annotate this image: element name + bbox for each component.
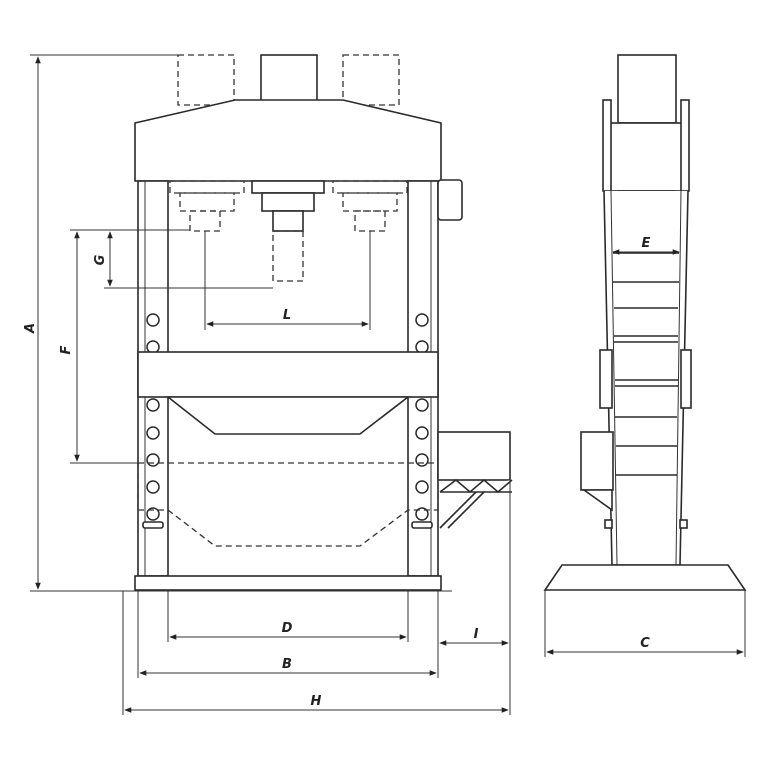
left-column-holes (146, 313, 160, 521)
side-head-right-flange (680, 99, 690, 192)
dimension-label-i: I (474, 627, 479, 642)
center-ram-plate (251, 180, 325, 194)
dimension-label-c: C (640, 636, 650, 651)
center-ram-piston (272, 210, 304, 232)
side-tray-v (439, 478, 513, 494)
side-view (543, 54, 747, 591)
front-view (123, 54, 513, 592)
right-ram-dashed (354, 210, 386, 232)
left-ram-dashed (189, 210, 221, 232)
right-cylinder-dashed (342, 54, 400, 106)
dimension-label-d: D (282, 621, 293, 636)
center-cylinder (260, 54, 318, 103)
side-tray (580, 431, 614, 491)
pump-box (437, 179, 463, 221)
side-head-left-flange (602, 99, 612, 192)
dimension-label-h: H (311, 694, 322, 709)
center-ram-stroke (272, 230, 304, 282)
side-frame-rungs (613, 252, 679, 476)
press-head (134, 99, 442, 182)
side-base (543, 564, 747, 591)
dimension-label-l: L (283, 308, 291, 323)
side-bracket-right (680, 349, 692, 409)
front-dimensions: A F G L D B I H (23, 54, 511, 715)
work-table (137, 351, 439, 398)
side-head (603, 122, 689, 192)
press-base (134, 575, 442, 591)
right-table-pin (411, 521, 433, 529)
dimension-label-f: F (59, 345, 74, 354)
dimension-label-a: A (23, 323, 38, 334)
side-cylinder (617, 54, 677, 124)
left-cylinder-dashed (177, 54, 235, 106)
left-table-pin (142, 521, 164, 529)
dimension-label-b: B (282, 657, 292, 672)
side-tray-box (437, 431, 511, 481)
side-dimensions: E C (544, 236, 746, 657)
side-bracket-left (599, 349, 613, 409)
dimension-label-g: G (93, 254, 108, 265)
dimension-label-e: E (642, 236, 651, 251)
lower-table-v-dashed (138, 509, 438, 547)
center-ram-body (261, 192, 315, 212)
work-table-v-block (165, 396, 411, 435)
